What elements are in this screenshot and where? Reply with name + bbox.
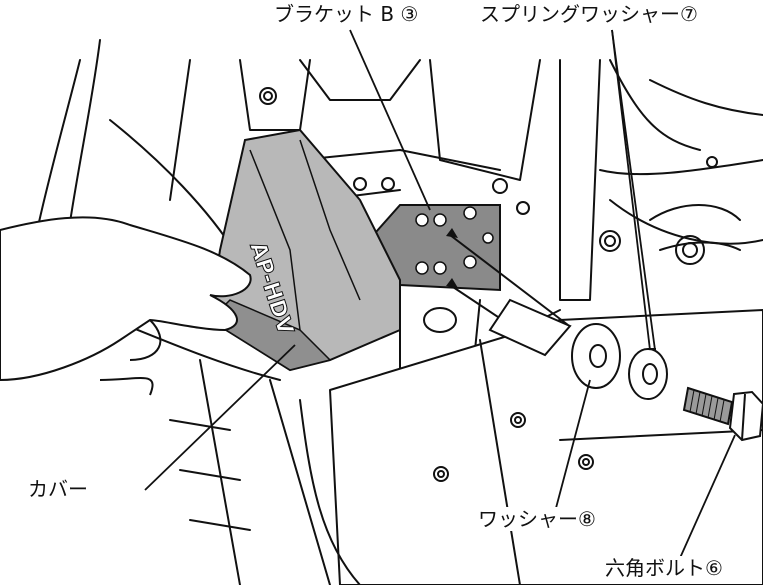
bracket-b-label: ブラケット B ③	[272, 2, 421, 26]
panel-nut-icons	[433, 412, 594, 482]
cover	[208, 128, 401, 372]
leader-lines	[144, 29, 736, 559]
hex-bolt-label: 六角ボルト⑥	[603, 556, 725, 580]
hand	[0, 216, 252, 396]
washer-label: ワッシャー⑧	[476, 507, 598, 531]
spring-washer-label: スプリングワッシャー⑦	[478, 2, 700, 26]
insertion-arrows	[446, 228, 572, 357]
hex-bolt-6	[682, 386, 763, 442]
spring-washer-7	[628, 348, 668, 400]
washer-8	[571, 323, 621, 389]
cover-label: カバー	[26, 477, 90, 501]
